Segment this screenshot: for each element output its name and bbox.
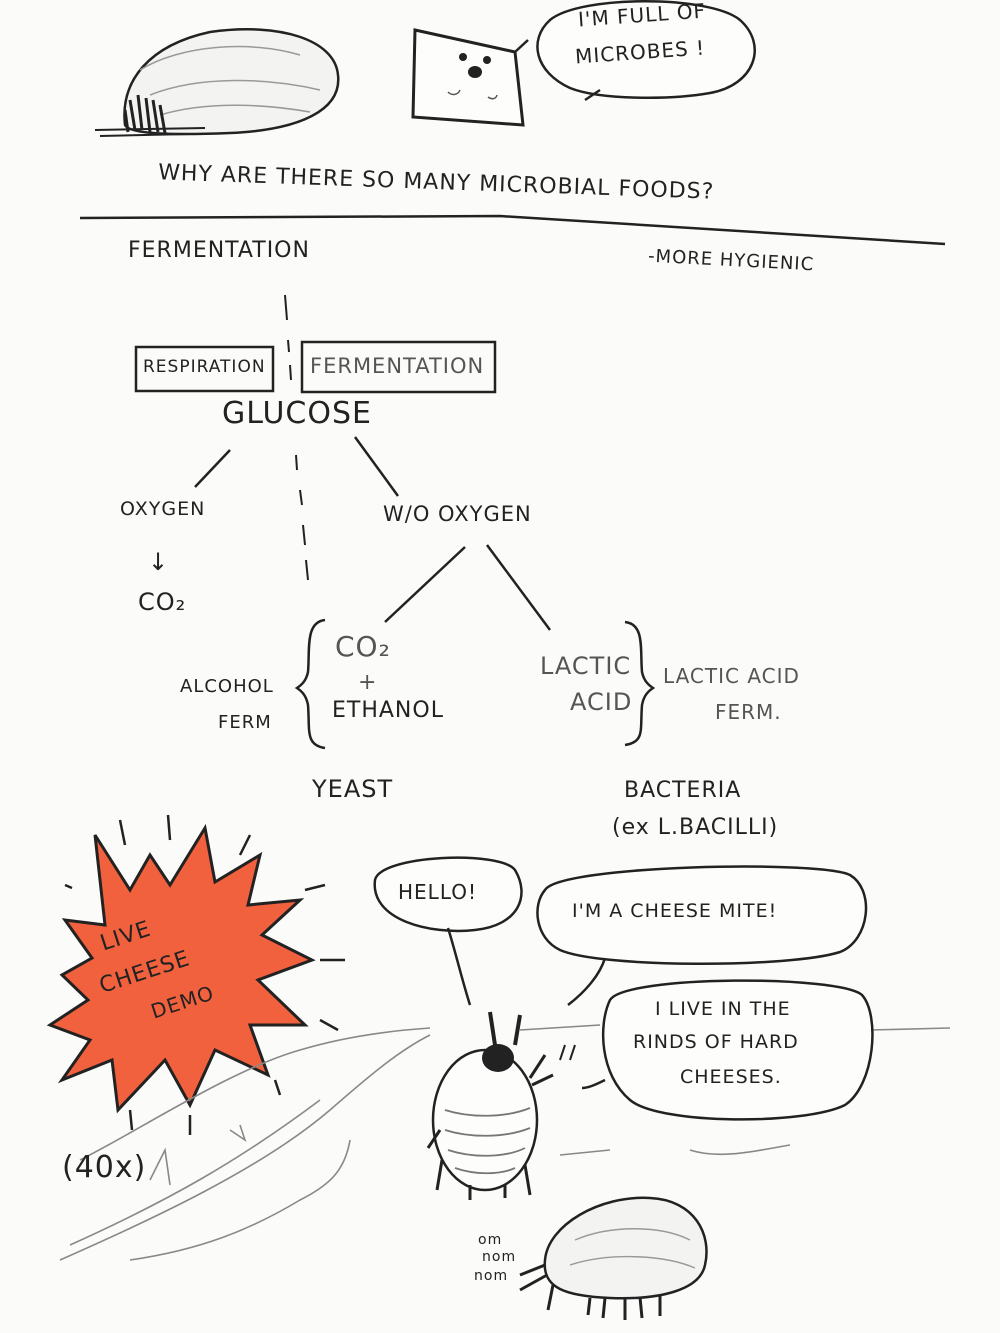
hello-text: HELLO! [398, 880, 478, 904]
fermentation-box [300, 340, 497, 394]
glucose-label: GLUCOSE [222, 396, 372, 431]
respiration-label: RESPIRATION [143, 357, 266, 377]
alcohol-ferm-line-1: ALCOHOL [180, 676, 274, 697]
rinds-speech-bubble [581, 979, 874, 1121]
lactic-ferm-line-1: LACTIC ACID [663, 664, 800, 688]
oxygen-arrow: ↓ [148, 548, 170, 576]
hello-speech-bubble [373, 856, 523, 1006]
plus-sign: + [358, 670, 378, 695]
starburst-icon [46, 814, 345, 1135]
cheese-block-face-icon [411, 28, 529, 127]
oxygen-label: OXYGEN [120, 498, 206, 520]
co2-respiration-label: CO₂ [138, 588, 187, 616]
fermentation-heading: FERMENTATION [128, 238, 310, 263]
cheese-mite-text: I'M A CHEESE MITE! [572, 900, 778, 922]
cheese-mite-speech-bubble [536, 865, 868, 1006]
bacteria-example: (ex L.BACILLI) [612, 815, 779, 840]
rock-sketch-icon [94, 28, 340, 137]
nom-text-2: nom [474, 1268, 509, 1284]
lactic-acid-line-1: LACTIC [540, 652, 632, 680]
without-oxygen-label: W/O OXYGEN [383, 502, 532, 526]
rinds-text-line-2: RINDS OF HARD [633, 1031, 799, 1053]
cheese-mite-icon [426, 1011, 576, 1200]
grub-bug-icon [519, 1196, 708, 1320]
ethanol-label: ETHANOL [332, 698, 444, 723]
nom-text-1: nom [482, 1249, 517, 1265]
bacteria-label: BACTERIA [624, 778, 742, 803]
microbes-speech-bubble [536, 0, 756, 102]
lactic-acid-line-2: ACID [570, 688, 633, 716]
yeast-label: YEAST [312, 775, 394, 803]
respiration-box [134, 345, 275, 393]
lactic-ferm-line-2: FERM. [715, 700, 782, 724]
fermentation-label: FERMENTATION [310, 354, 485, 378]
header-divider [79, 214, 946, 246]
magnification-label: (40x) [62, 1150, 147, 1185]
alcohol-ferm-line-2: FERM [218, 712, 272, 733]
co2-label: CO₂ [335, 630, 391, 663]
rinds-text-line-3: CHEESES. [680, 1066, 782, 1088]
rinds-text-line-1: I LIVE IN THE [655, 998, 791, 1020]
om-text: om [478, 1232, 503, 1248]
